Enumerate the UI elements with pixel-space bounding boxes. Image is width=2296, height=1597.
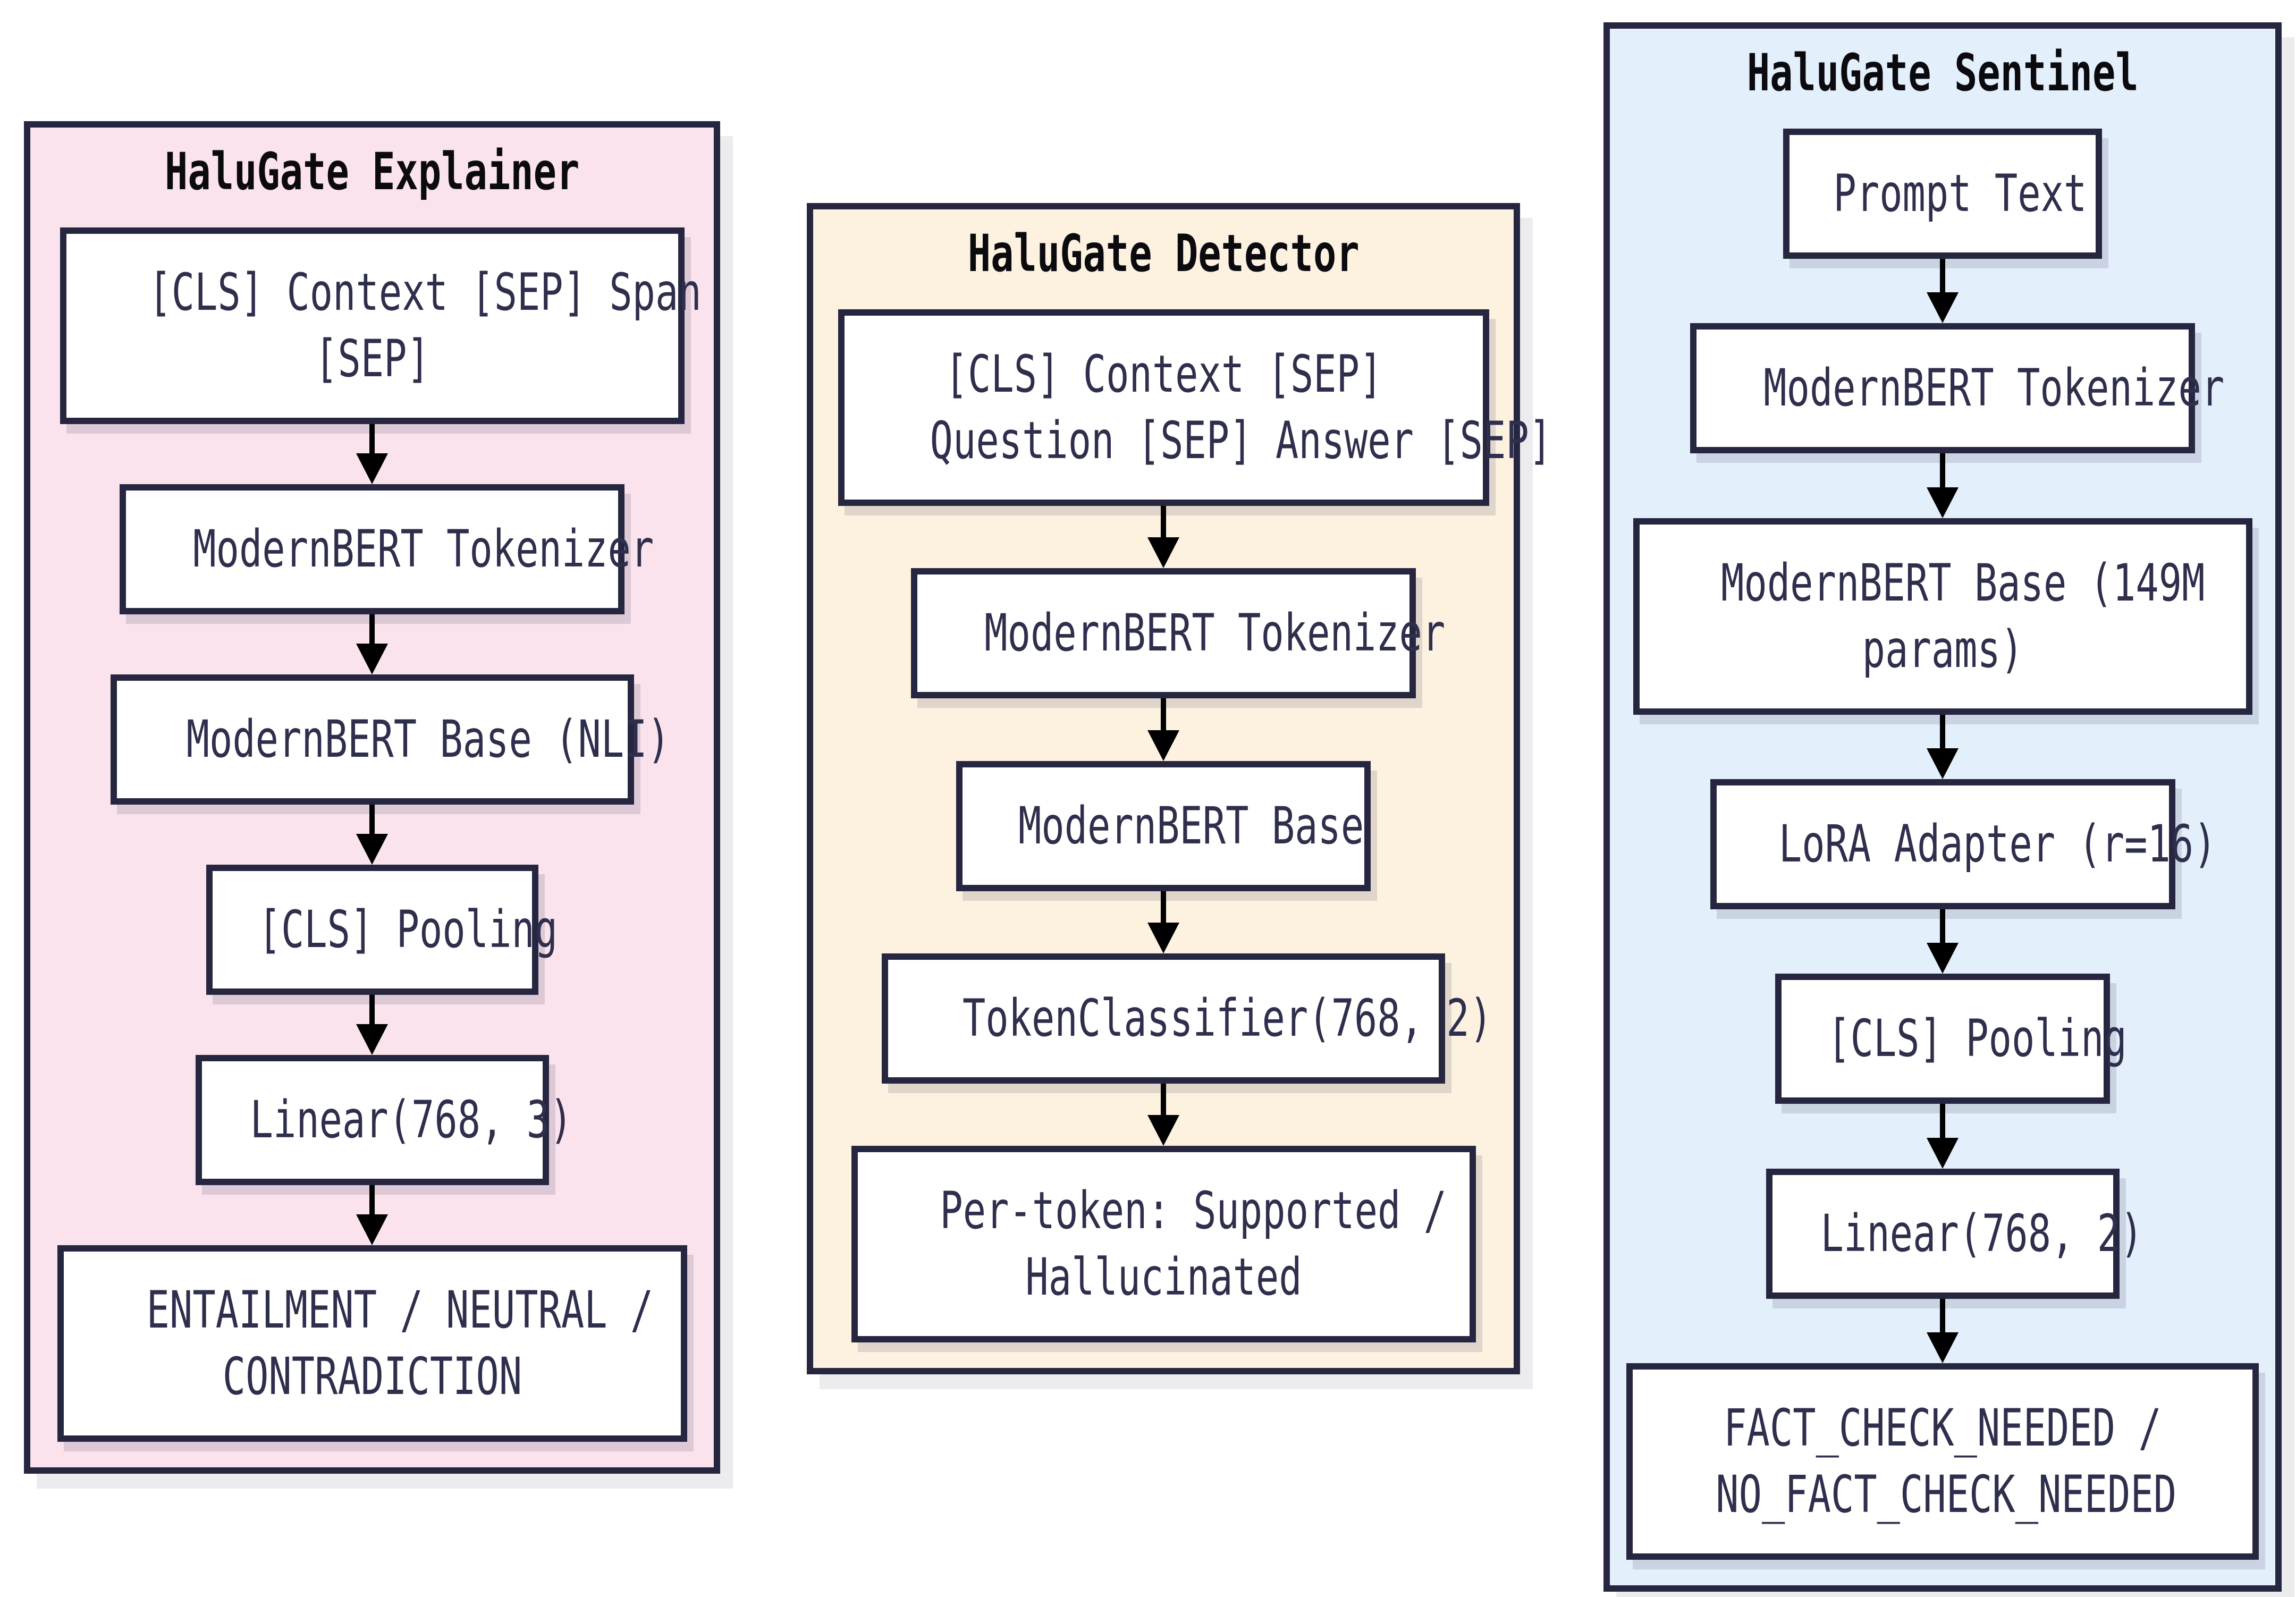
- arrow-stem: [1940, 909, 1945, 943]
- flow-node-label: [CLS] Pooling: [1827, 1009, 2127, 1069]
- arrow-stem: [1940, 1104, 1945, 1138]
- arrow-stem: [1161, 698, 1166, 730]
- flow-node-label: Linear(768, 2): [1820, 1203, 2143, 1263]
- flow-arrow: [356, 424, 388, 484]
- flow-node-label: CONTRADICTION: [222, 1347, 522, 1406]
- panel-halugate-explainer: HaluGate Explainer [CLS] Context [SEP] Sp…: [24, 121, 720, 1474]
- flow-node-label: params): [1862, 619, 2023, 679]
- flow-node-label: FACT_CHECK_NEEDED /: [1724, 1398, 2162, 1458]
- flow-node-label: Prompt Text: [1833, 164, 2087, 223]
- flow-node: ModernBERT Tokenizer: [1690, 323, 2225, 454]
- flow-node: [CLS] Context [SEP] Span [SEP]: [60, 227, 702, 424]
- flow-arrow: [1147, 1083, 1179, 1146]
- panel-title: HaluGate Explainer: [164, 142, 580, 201]
- arrow-head-icon: [1927, 943, 1959, 974]
- flow-arrow: [1147, 506, 1179, 569]
- flow-arrow: [1147, 698, 1179, 761]
- flow-node-label: [CLS] Context [SEP] Span: [148, 263, 702, 322]
- flow-node: Per-token: Supported / Hallucinated: [851, 1146, 1476, 1342]
- flow-node: ModernBERT Tokenizer: [120, 484, 654, 614]
- flow-node: FACT_CHECK_NEEDED /NO_FACT_CHECK_NEEDED: [1626, 1363, 2259, 1560]
- flow-node: [CLS] Pooling: [1775, 974, 2127, 1104]
- flow-arrow: [356, 805, 388, 865]
- arrow-head-icon: [356, 453, 388, 484]
- flow-node-label: Hallucinated: [1025, 1247, 1302, 1307]
- arrow-stem: [369, 1185, 375, 1214]
- flow-arrow: [1927, 909, 1959, 974]
- flow-node: ModernBERT Tokenizer: [911, 568, 1446, 699]
- flow-node-label: LoRA Adapter (r=16): [1778, 814, 2216, 874]
- flow-arrow: [356, 614, 388, 674]
- arrow-head-icon: [1147, 1115, 1179, 1146]
- arrow-head-icon: [1927, 748, 1959, 779]
- flow-arrow: [1927, 453, 1959, 518]
- flow-node-label: TokenClassifier(768, 2): [963, 988, 1492, 1048]
- arrow-stem: [1161, 506, 1166, 538]
- flow-arrow: [1927, 1298, 1959, 1363]
- flow-node-label: ModernBERT Base (NLI): [186, 709, 670, 769]
- arrow-stem: [1940, 259, 1945, 293]
- flow-node: ENTAILMENT / NEUTRAL / CONTRADICTION: [57, 1245, 687, 1442]
- flow-arrow: [356, 1185, 388, 1245]
- flow-arrow: [1147, 891, 1179, 953]
- flow-node: TokenClassifier(768, 2): [882, 953, 1492, 1084]
- flow-node-label: ENTAILMENT / NEUTRAL /: [146, 1280, 653, 1340]
- arrow-stem: [1940, 714, 1945, 748]
- arrow-stem: [1161, 1083, 1166, 1115]
- arrow-stem: [369, 995, 375, 1024]
- flow-node-label: ModernBERT Tokenizer: [1763, 358, 2225, 418]
- flow-node-label: ModernBERT Tokenizer: [193, 519, 654, 579]
- flow-node-label: [SEP]: [314, 329, 430, 388]
- flow-arrow: [1927, 1104, 1959, 1169]
- arrow-head-icon: [1147, 922, 1179, 953]
- panel-title: HaluGate Detector: [967, 224, 1360, 283]
- flow-node-label: ModernBERT Base (149M: [1720, 553, 2205, 613]
- flow-node: [CLS] Pooling: [206, 865, 558, 995]
- flow-node-label: NO_FACT_CHECK_NEEDED: [1716, 1464, 2177, 1524]
- flow-node: Prompt Text: [1783, 129, 2102, 259]
- flow-node-label: ModernBERT Base: [1018, 796, 1364, 856]
- flow-node-label: Per-token: Supported /: [939, 1181, 1447, 1240]
- arrow-stem: [369, 614, 375, 644]
- flow-node: ModernBERT Base (NLI): [110, 674, 670, 805]
- arrow-head-icon: [1147, 730, 1179, 761]
- flow-node-label: Question [SEP] Answer [SEP]: [930, 411, 1552, 470]
- flow-node: Linear(768, 2): [1766, 1168, 2143, 1299]
- arrow-head-icon: [356, 1214, 388, 1245]
- flow-node-label: ModernBERT Tokenizer: [984, 603, 1446, 663]
- arrow-head-icon: [356, 644, 388, 674]
- arrow-head-icon: [1927, 1137, 1959, 1169]
- arrow-stem: [369, 424, 375, 453]
- flow-node-label: Linear(768, 3): [250, 1090, 572, 1150]
- arrow-head-icon: [356, 834, 388, 865]
- arrow-head-icon: [356, 1024, 388, 1055]
- flow-node-label: [CLS] Context [SEP]: [944, 344, 1382, 404]
- flow-arrow: [1927, 714, 1959, 779]
- arrow-stem: [1161, 891, 1166, 923]
- flow-node: LoRA Adapter (r=16): [1710, 779, 2216, 909]
- flow-node: [CLS] Context [SEP] Question [SEP] Answer…: [838, 309, 1552, 506]
- arrow-head-icon: [1147, 537, 1179, 569]
- flow-node: ModernBERT Base: [956, 761, 1371, 891]
- panel-title: HaluGate Sentinel: [1746, 43, 2139, 103]
- arrow-head-icon: [1927, 1332, 1959, 1363]
- flow-arrow: [356, 995, 388, 1055]
- arrow-head-icon: [1927, 292, 1959, 324]
- panel-halugate-detector: HaluGate Detector [CLS] Context [SEP] Ques…: [807, 203, 1552, 1374]
- arrow-stem: [369, 805, 375, 834]
- flow-node-label: [CLS] Pooling: [258, 900, 558, 959]
- flow-node: Linear(768, 3): [195, 1055, 572, 1185]
- arrow-stem: [1940, 1298, 1945, 1332]
- arrow-stem: [1940, 453, 1945, 487]
- flow-arrow: [1927, 259, 1959, 324]
- arrow-head-icon: [1927, 487, 1959, 518]
